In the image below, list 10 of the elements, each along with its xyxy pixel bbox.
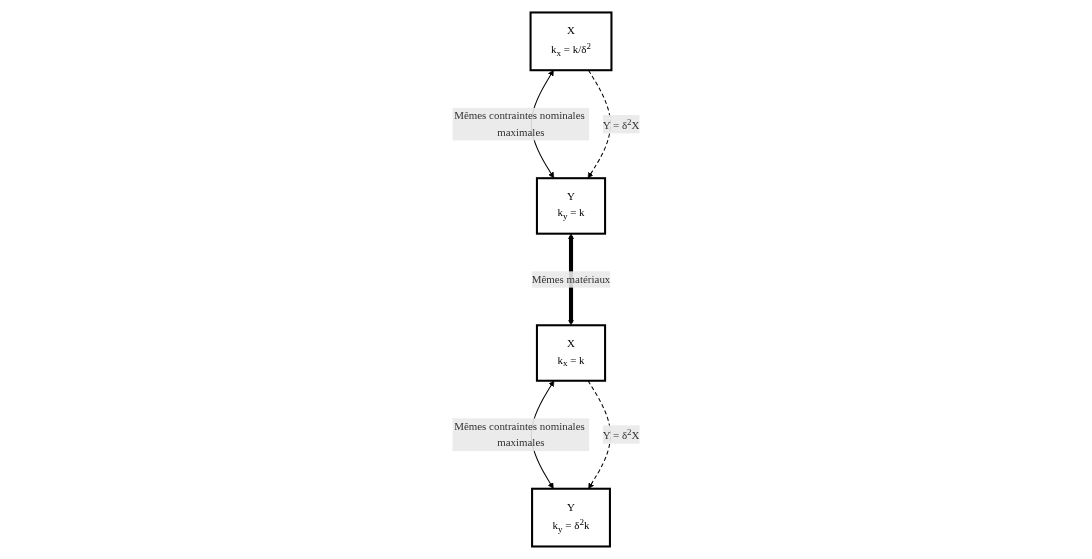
- node-box: X k$_{x}$ = k: [535, 324, 607, 382]
- node-box: X k$_{x}$ = k/δ$^{2}$: [529, 11, 613, 72]
- edge-label: Mêmes matériaux: [531, 273, 611, 285]
- edge-label: Mêmes contraintes nominales maximales: [454, 420, 585, 449]
- edge-label: Y = δ$^{2}$X: [602, 116, 640, 131]
- edge-label: Y = δ$^{2}$X: [602, 426, 640, 442]
- node-box: Y k$_{y}$ = δ$^{2}$k: [531, 487, 611, 548]
- edge-label: Mêmes contraintes nominales maximales: [454, 109, 585, 138]
- arrow: [587, 380, 611, 489]
- node-box: Y k$_{y}$ = k: [535, 177, 607, 235]
